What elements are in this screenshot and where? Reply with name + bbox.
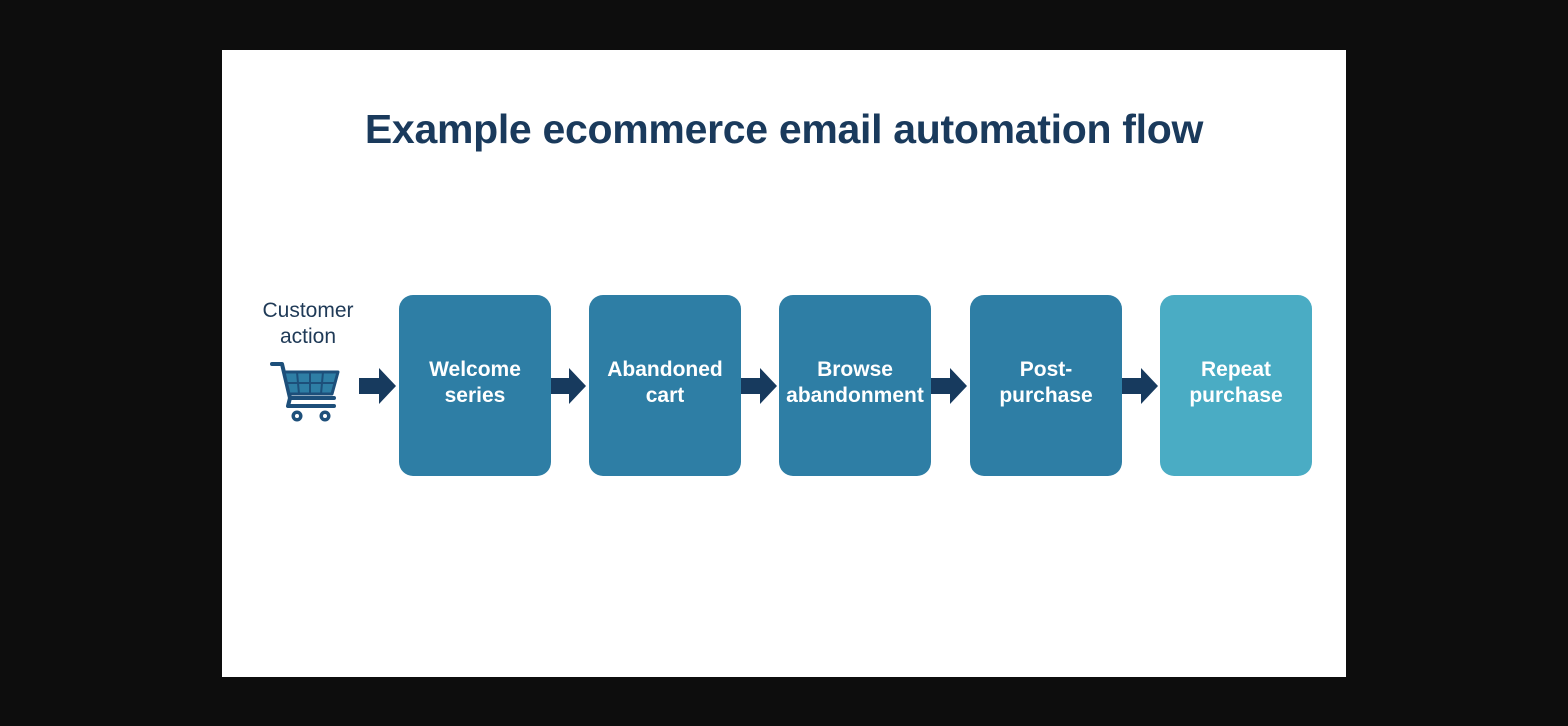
step-repeat-purchase: Repeat purchase [1160,295,1312,476]
flow-arrow [359,368,396,404]
diagram-title: Example ecommerce email automation flow [364,106,1204,152]
step-abandoned-cart: Abandoned cart [589,295,741,476]
step-label: Welcome series [429,358,521,407]
step-label: Browse abandonment [786,358,924,407]
step-post-purchase: Post- purchase [970,295,1122,476]
trigger-label: Customer action [262,299,354,348]
shopping-cart-icon [270,362,340,422]
flow-arrow [549,368,586,404]
step-label: Post- purchase [999,358,1093,407]
step-label: Abandoned cart [607,358,723,407]
step-label: Repeat purchase [1189,358,1283,407]
flow-arrow [930,368,967,404]
flow-arrow [740,368,777,404]
flow-arrow [1121,368,1158,404]
step-welcome-series: Welcome series [399,295,551,476]
step-browse-abandonment: Browse abandonment [779,295,931,476]
trigger-node: Customer action [252,298,364,350]
